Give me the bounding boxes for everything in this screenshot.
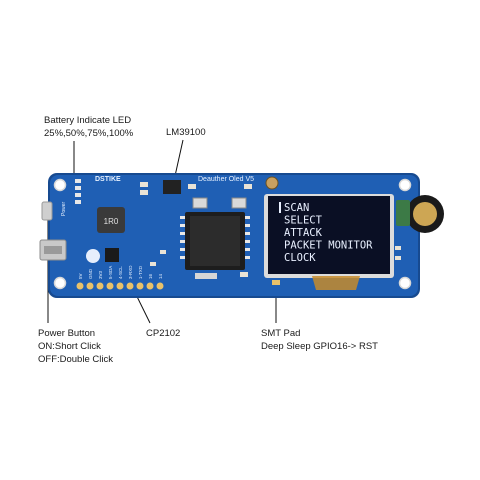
regulator-callout: LM39100 [166,126,206,139]
oled-menu-item: SCAN [284,202,309,214]
pin-header [76,282,164,290]
inductor-label: 1R0 [104,217,119,226]
cp2102-title: CP2102 [146,328,181,339]
oled-menu-item: PACKET MONITOR [284,240,373,252]
oled-flex-cable [312,276,360,290]
pin-label: 1-TXD [138,265,143,279]
power-button[interactable] [41,201,53,221]
power-button-callout: Power Button ON:Short Click OFF:Double C… [38,327,113,366]
battery-led-row [75,179,81,204]
regulator-leader [174,139,184,177]
battery-led-title: Battery Indicate LED [44,115,132,126]
cp2102-chip [105,248,119,262]
pin-label: 4-SCL [118,266,123,279]
power-button-off: OFF:Double Click [38,354,113,365]
tactile-button-2[interactable] [231,197,247,209]
buzzer [265,176,279,190]
power-silk-label: Power [61,201,67,216]
esp-pins [180,216,250,259]
tactile-button-1[interactable] [192,197,208,209]
oled-cursor [279,202,281,213]
pin-label: 3V3 [98,270,103,279]
pin-label: 5-SDA [108,266,113,279]
power-button-on: ON:Short Click [38,341,101,352]
oled-menu-item: SELECT [284,215,323,227]
battery-led-levels: 25%,50%,75%,100% [44,128,134,139]
antenna-pad [195,273,217,279]
brand-silk: DSTIKE [95,176,121,183]
pin-label: 3-RXD [128,265,133,279]
model-silk: Deauther Oled V5 [198,176,254,183]
smt-pad-callout: SMT Pad Deep Sleep GPIO16-> RST [261,327,378,353]
oled-menu-item: ATTACK [284,227,323,239]
battery-connector [396,200,410,226]
regulator-title: LM39100 [166,127,206,138]
inductor [97,207,125,233]
power-button-title: Power Button [38,328,96,339]
battery-led-callout: Battery Indicate LED 25%,50%,75%,100% [44,114,133,140]
pin-label: 16 [148,273,153,279]
pb-free-logo [86,249,100,263]
mounting-holes [53,178,412,290]
pin-label: GND [88,268,93,279]
pin-label: 14 [158,273,163,279]
regulator-chip [163,180,181,194]
oled-menu-item: CLOCK [284,252,316,264]
cp2102-callout: CP2102 [146,327,180,340]
pin-labels: 5V GND 3V3 5-SDA 4-SCL 3-RXD 1-TXD 16 14 [78,265,163,279]
pin-label: 5V [78,273,83,279]
battery-cell [413,202,437,226]
smt-pad-desc: Deep Sleep GPIO16-> RST [261,341,378,352]
smd-components [140,182,401,277]
oled-screen [268,196,390,274]
smt-pad-title: SMT Pad [261,328,301,339]
smt-pad [272,280,280,285]
